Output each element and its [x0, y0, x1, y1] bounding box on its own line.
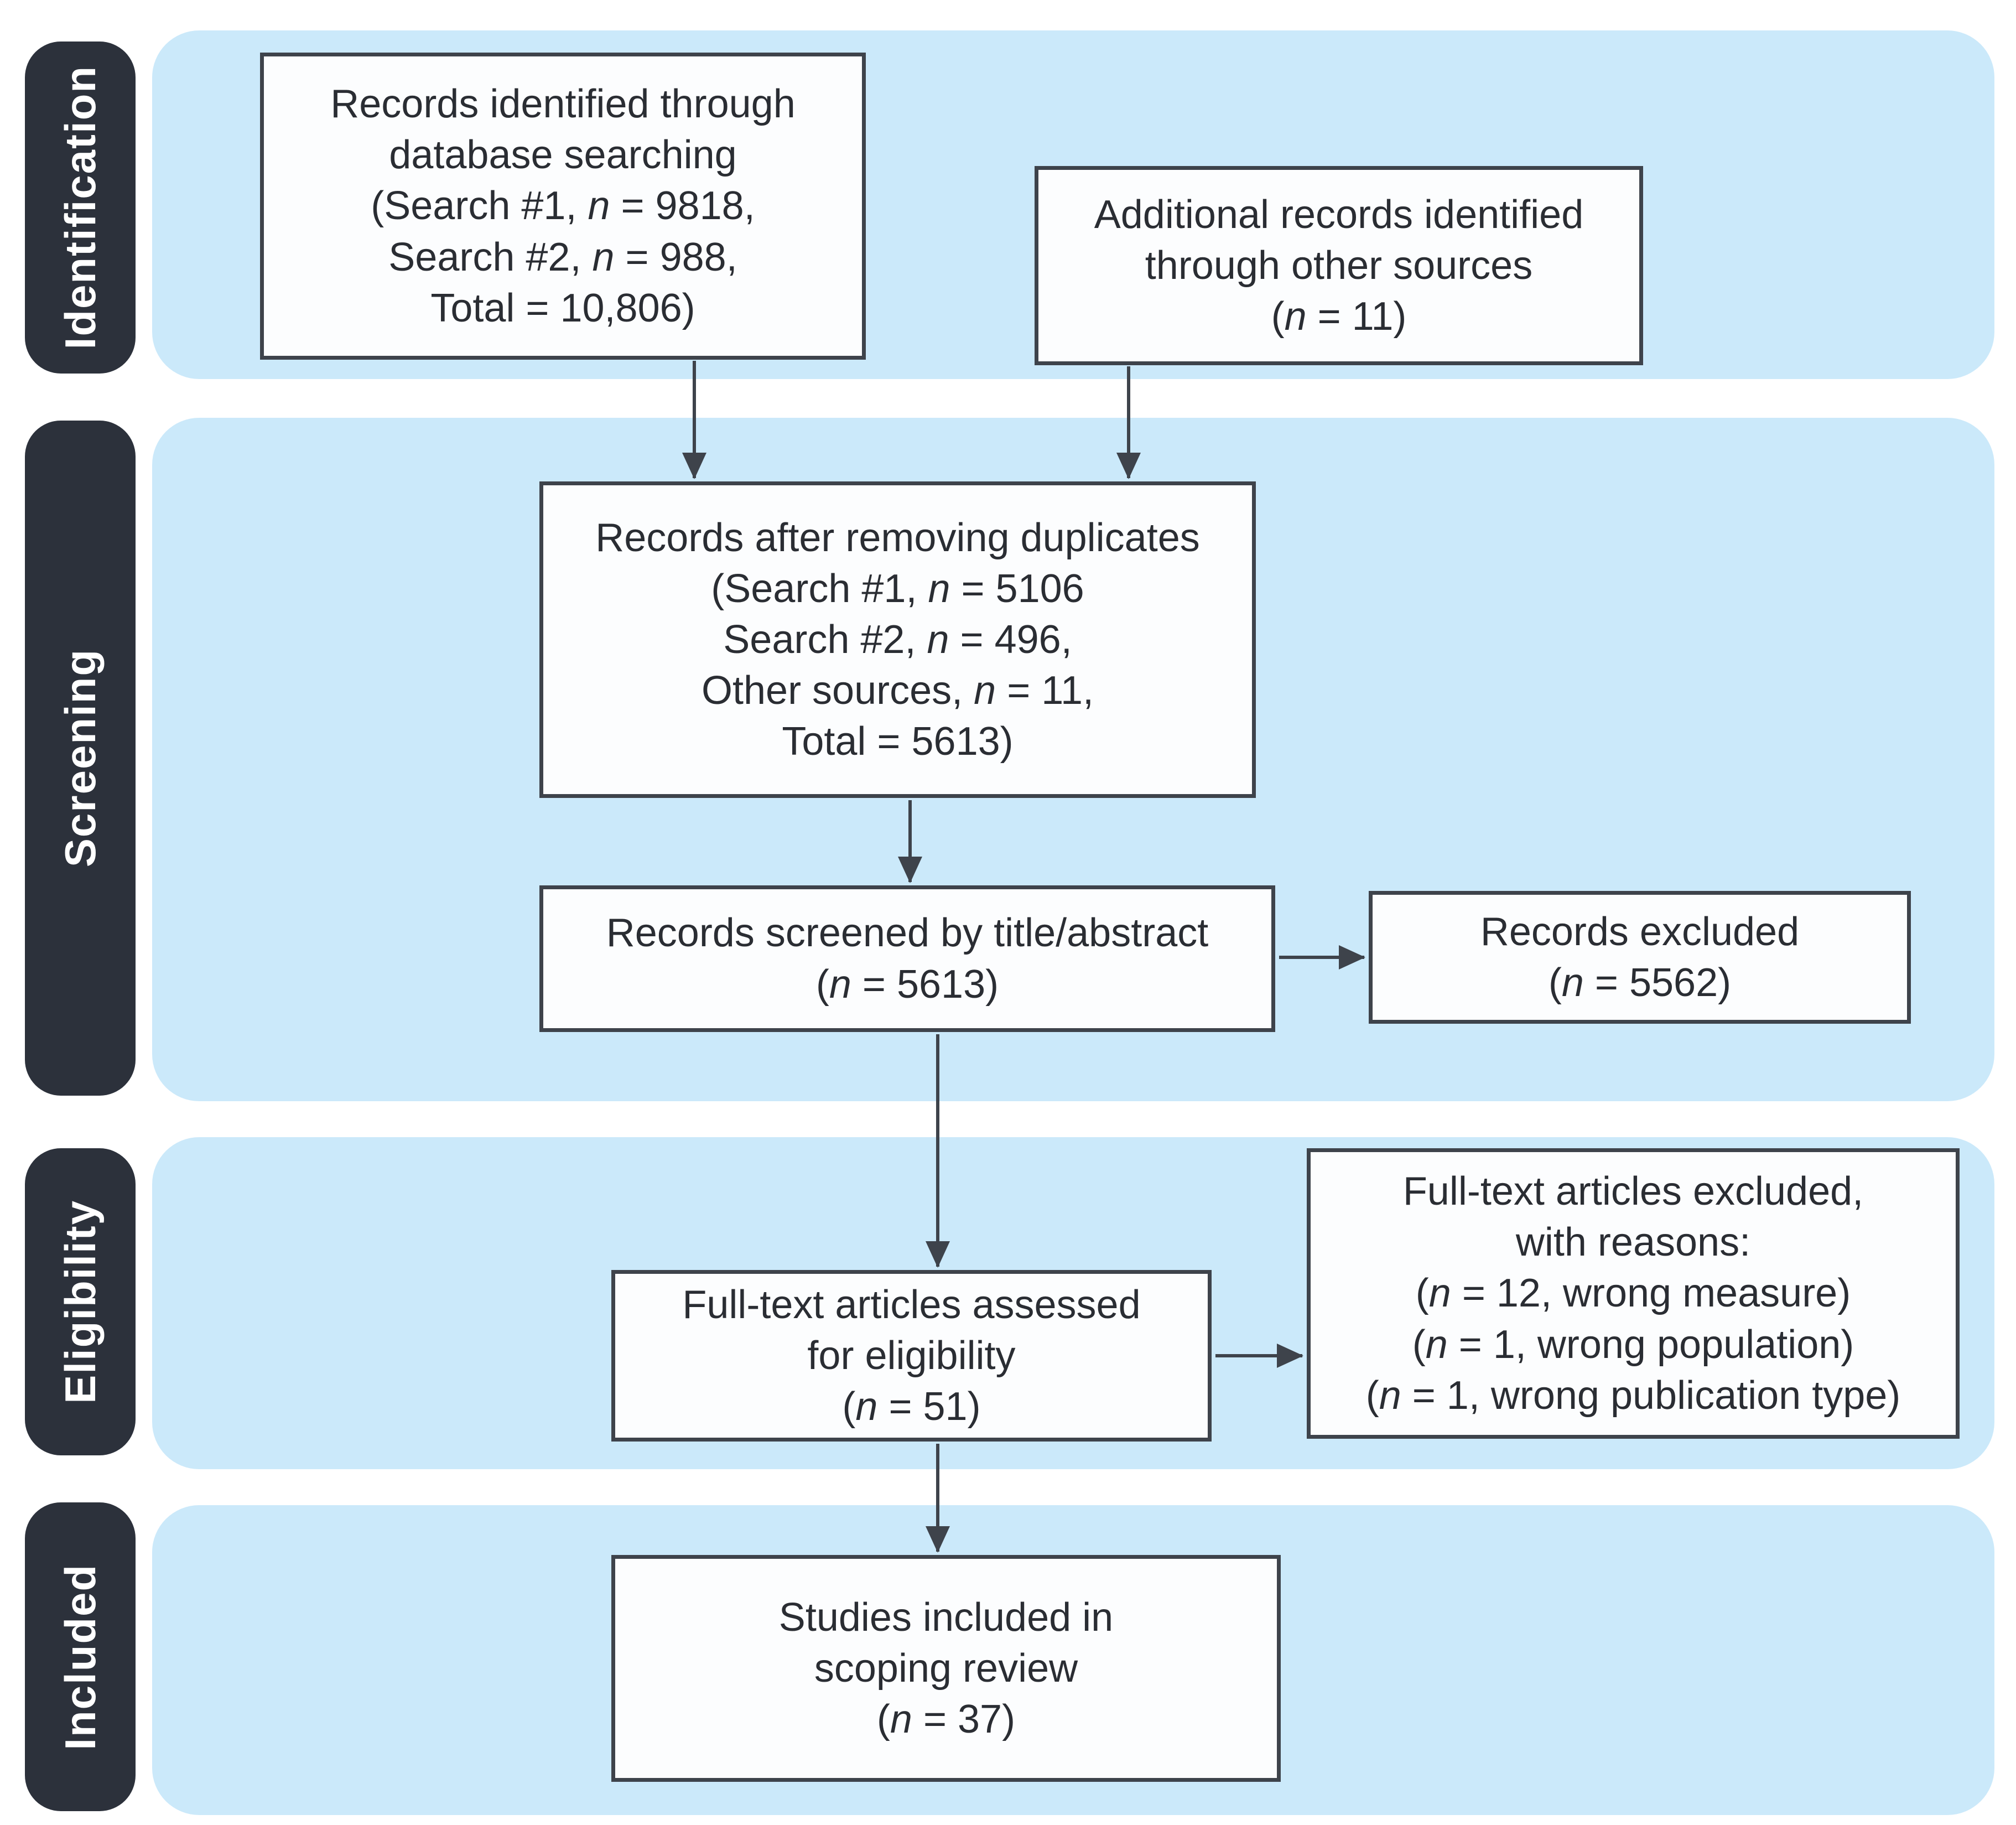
box-text-line: (Search #1, n = 5106 [711, 566, 1084, 611]
stage-pill-eligibility: Eligibility [25, 1148, 136, 1455]
box-additional-records: Additional records identified through oth… [1035, 166, 1643, 365]
box-after-duplicates-text: Records after removing duplicates (Search… [595, 512, 1200, 768]
box-records-identified: Records identified through database searc… [260, 53, 866, 360]
stage-label-screening: Screening [55, 649, 105, 868]
box-text-line: (n = 1, wrong publication type) [1365, 1373, 1901, 1418]
box-records-screened-text: Records screened by title/abstract (n = 5… [606, 908, 1209, 1009]
box-records-excluded-text: Records excluded (n = 5562) [1480, 906, 1799, 1008]
box-text-line: Records excluded [1480, 909, 1800, 954]
box-after-duplicates: Records after removing duplicates (Search… [539, 481, 1256, 798]
box-text-line: (n = 1, wrong population) [1412, 1322, 1854, 1367]
box-text-line: (n = 5613) [815, 962, 999, 1007]
box-text-line: Records after removing duplicates [595, 515, 1200, 560]
stage-pill-screening: Screening [25, 421, 136, 1096]
box-records-excluded: Records excluded (n = 5562) [1369, 891, 1911, 1024]
box-fulltext-assessed-text: Full-text articles assessed for eligibili… [682, 1279, 1140, 1432]
stage-label-identification: Identification [55, 65, 105, 350]
box-text-line: Studies included in [778, 1595, 1114, 1640]
box-text-line: through other sources [1145, 243, 1533, 288]
box-included-studies: Studies included in scoping review (n = 37… [611, 1555, 1281, 1782]
box-fulltext-assessed: Full-text articles assessed for eligibili… [611, 1270, 1212, 1442]
stage-pill-identification: Identification [25, 42, 136, 374]
box-fulltext-excluded-text: Full-text articles excluded, with reasons… [1366, 1166, 1901, 1421]
box-text-line: (n = 37) [876, 1697, 1016, 1742]
box-included-studies-text: Studies included in scoping review (n = 37… [779, 1592, 1113, 1745]
box-records-screened: Records screened by title/abstract (n = 5… [539, 885, 1275, 1032]
box-text-line: Additional records identified [1094, 192, 1584, 237]
box-additional-records-text: Additional records identified through oth… [1094, 189, 1584, 342]
box-text-line: (Search #1, n = 9818, [371, 184, 755, 229]
box-text-line: Total = 5613) [782, 719, 1014, 764]
box-text-line: (n = 11) [1271, 294, 1407, 339]
box-records-identified-text: Records identified through database searc… [330, 79, 796, 334]
box-text-line: with reasons: [1515, 1220, 1751, 1265]
box-text-line: (n = 12, wrong measure) [1415, 1271, 1851, 1316]
stage-label-eligibility: Eligibility [55, 1200, 105, 1404]
box-text-line: Total = 10,806) [430, 286, 695, 330]
stage-pill-included: Included [25, 1502, 136, 1811]
stage-label-included: Included [55, 1563, 105, 1750]
box-text-line: Records screened by title/abstract [606, 911, 1209, 956]
box-fulltext-excluded: Full-text articles excluded, with reasons… [1307, 1148, 1960, 1439]
box-text-line: Records identified through [330, 82, 796, 127]
box-text-line: for eligibility [807, 1333, 1016, 1378]
box-text-line: Search #2, n = 496, [723, 617, 1072, 662]
box-text-line: Other sources, n = 11, [701, 668, 1094, 713]
box-text-line: scoping review [814, 1646, 1078, 1691]
box-text-line: database searching [389, 133, 737, 178]
box-text-line: Search #2, n = 988, [388, 235, 737, 279]
box-text-line: Full-text articles assessed [682, 1282, 1141, 1327]
box-text-line: (n = 51) [842, 1385, 981, 1429]
box-text-line: Full-text articles excluded, [1402, 1169, 1864, 1214]
box-text-line: (n = 5562) [1548, 961, 1732, 1005]
